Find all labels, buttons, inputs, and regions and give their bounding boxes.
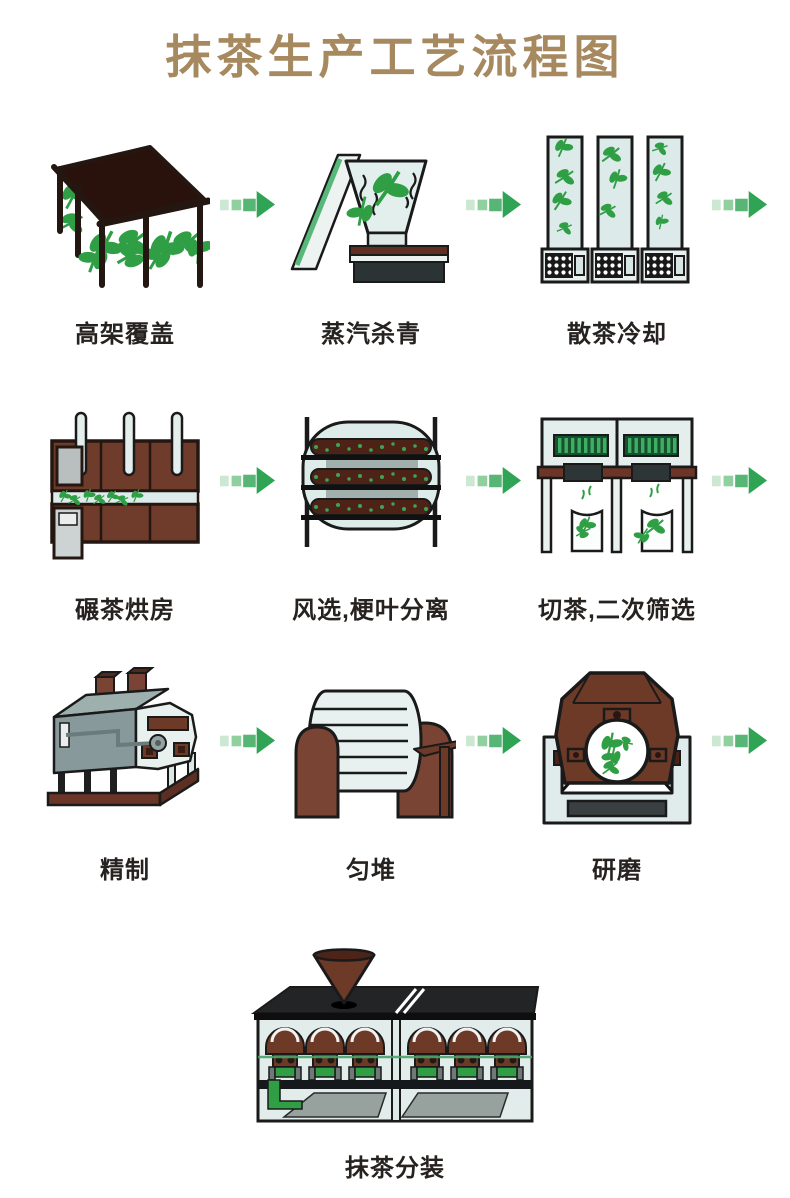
step-packaging: 抹茶分装 <box>250 943 540 1183</box>
step-label: 蒸汽杀青 <box>321 321 421 349</box>
step-blending: 匀堆 <box>286 665 456 885</box>
flow-arrow-icon <box>220 727 276 755</box>
step-steam-fixation: 蒸汽杀青 <box>286 129 456 349</box>
step-label: 风选,梗叶分离 <box>292 597 450 625</box>
flow-arrow-icon <box>712 467 768 495</box>
steam-fixation-illustration <box>290 153 449 284</box>
flow-row-2: 碾茶烘房 <box>0 405 790 625</box>
loose-tea-cooling-illustration <box>540 133 690 284</box>
tencha-drying-oven-illustration <box>50 411 200 560</box>
step-label: 碾茶烘房 <box>75 597 175 625</box>
flow-row-3: 精制 匀堆 <box>0 665 790 885</box>
refining-machine-illustration <box>46 667 200 807</box>
air-sorting-illustration <box>301 417 441 548</box>
step-refining: 精制 <box>40 665 210 885</box>
packaging-machine-illustration <box>250 948 540 1123</box>
flow-arrow-icon <box>712 727 768 755</box>
flow-arrow-icon <box>466 727 522 755</box>
step-label: 切茶,二次筛选 <box>538 597 696 625</box>
step-grinding: 研磨 <box>532 665 702 885</box>
step-loose-tea-cooling: 散茶冷却 <box>532 129 702 349</box>
blending-drum-illustration <box>294 689 456 819</box>
flow-arrow-icon <box>712 191 768 219</box>
step-label: 抹茶分装 <box>345 1155 445 1183</box>
flow-arrow-icon <box>220 191 276 219</box>
flow-arrow <box>702 665 778 830</box>
step-label: 研磨 <box>592 857 642 885</box>
tea-cutting-illustration <box>536 417 698 554</box>
flow-row-1: 高架覆盖 <box>0 129 790 349</box>
step-tencha-drying: 碾茶烘房 <box>40 405 210 625</box>
flow-arrow <box>456 665 532 830</box>
flow-arrow <box>456 129 532 294</box>
step-label: 匀堆 <box>346 857 396 885</box>
flow-arrow <box>702 129 778 294</box>
shade-canopy-illustration <box>51 145 210 289</box>
flow-arrow-icon <box>466 191 522 219</box>
flow-arrow <box>456 405 532 570</box>
step-label: 高架覆盖 <box>75 321 175 349</box>
step-shade-canopy: 高架覆盖 <box>40 129 210 349</box>
flow-row-4: 抹茶分装 <box>0 943 790 1183</box>
grinding-mill-illustration <box>542 671 692 825</box>
flow-arrow <box>210 405 286 570</box>
flow-arrow <box>210 129 286 294</box>
flow-arrow <box>210 665 286 830</box>
flow-arrow-icon <box>466 467 522 495</box>
step-label: 散茶冷却 <box>567 321 667 349</box>
flow-arrow-icon <box>220 467 276 495</box>
step-air-sorting: 风选,梗叶分离 <box>286 405 456 625</box>
step-label: 精制 <box>100 857 150 885</box>
step-tea-cutting: 切茶,二次筛选 <box>532 405 702 625</box>
page-title: 抹茶生产工艺流程图 <box>165 32 625 83</box>
flow-arrow <box>702 405 778 570</box>
